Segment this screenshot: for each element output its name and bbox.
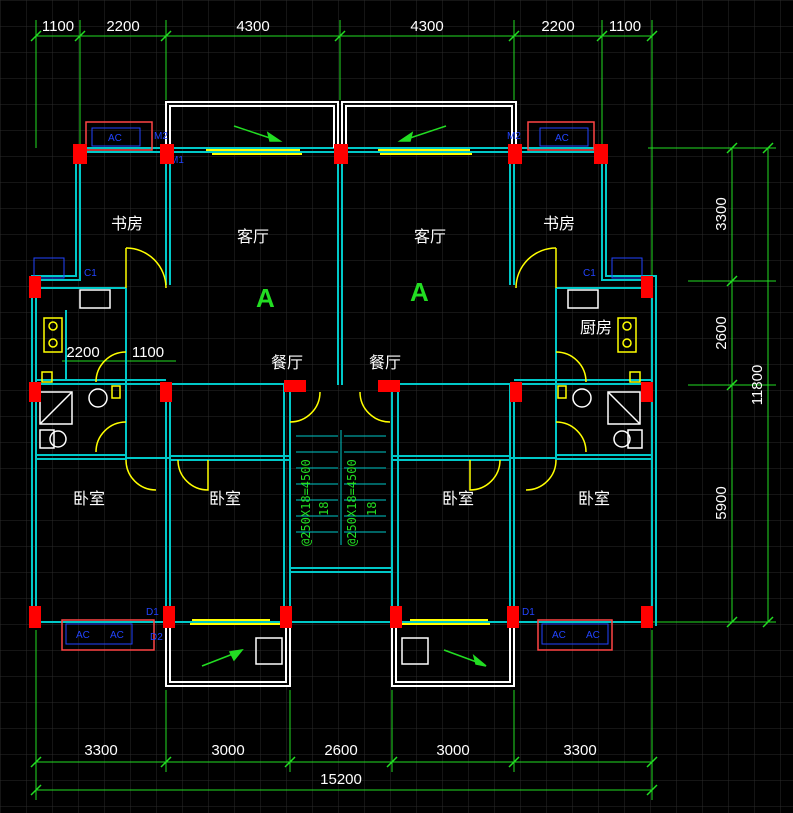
tag-m1-left: M1 — [170, 155, 184, 166]
room-bedroom-3: 卧室 — [442, 489, 474, 508]
ac-tag-6: AC — [586, 630, 600, 641]
balconies — [165, 101, 517, 687]
room-bedroom-4: 卧室 — [578, 489, 610, 508]
dim-inner-2: 1100 — [132, 344, 164, 361]
room-dining-right: 餐厅 — [369, 353, 401, 372]
room-living-right: 客厅 — [414, 227, 446, 246]
unit-mark-right: A — [410, 277, 429, 307]
dim-top-5: 2200 — [541, 18, 574, 35]
columns — [29, 144, 653, 628]
dim-top-4: 4300 — [410, 18, 443, 35]
ac-units — [33, 121, 643, 651]
ac-tag-1: AC — [108, 133, 122, 144]
dimension-lines — [35, 20, 776, 800]
dim-right-1: 3300 — [713, 197, 730, 230]
stair-tag-left: 18 — [317, 502, 331, 516]
dim-top-6: 1100 — [609, 18, 641, 35]
unit-mark-left: A — [256, 283, 275, 313]
ac-tag-3: AC — [76, 630, 90, 641]
tag-d2-left: D2 — [150, 632, 163, 643]
dim-bottom-5: 3300 — [563, 742, 596, 759]
door-swings — [95, 247, 587, 491]
ac-tag-2: AC — [555, 133, 569, 144]
dim-bottom-1: 3300 — [84, 742, 117, 759]
stair-label-left: @250X18=4500 — [299, 459, 313, 546]
fixtures — [39, 289, 643, 665]
sliding-doors — [190, 149, 490, 625]
dim-top-2: 2200 — [106, 18, 139, 35]
balcony-arrows — [201, 125, 487, 667]
tag-c1-left: C1 — [84, 268, 97, 279]
room-bedroom-2: 卧室 — [209, 489, 241, 508]
dim-bottom-3: 2600 — [324, 742, 357, 759]
room-study-left: 书房 — [111, 214, 143, 233]
tag-m2-left: M2 — [154, 131, 168, 142]
tag-d1-left: D1 — [146, 607, 159, 618]
ac-tag-4: AC — [110, 630, 124, 641]
dim-top-1: 1100 — [42, 18, 74, 35]
dim-inner-1: 2200 — [66, 344, 99, 361]
dim-right-2: 2600 — [713, 316, 730, 349]
stoves — [41, 317, 641, 399]
dimension-ticks — [30, 30, 774, 796]
tag-m2-right: M2 — [507, 131, 521, 142]
room-study-right: 书房 — [543, 214, 575, 233]
tag-d1-right: D1 — [522, 607, 535, 618]
dim-right-3: 5900 — [713, 486, 730, 519]
room-dining-left: 餐厅 — [271, 353, 303, 372]
stair-label-right: @250X18=4500 — [345, 459, 359, 546]
room-bedroom-1: 卧室 — [73, 489, 105, 508]
tag-c1-right: C1 — [583, 268, 596, 279]
dim-top-3: 4300 — [236, 18, 269, 35]
dim-bottom-2: 3000 — [211, 742, 244, 759]
dim-right-total: 11800 — [749, 365, 766, 406]
room-living-left: 客厅 — [237, 227, 269, 246]
dim-bottom-total: 15200 — [320, 771, 362, 788]
room-kitchen-right: 厨房 — [580, 318, 612, 337]
stair-treads — [296, 430, 386, 545]
stair-tag-right: 18 — [365, 502, 379, 516]
ac-tag-5: AC — [552, 630, 566, 641]
walls — [31, 147, 657, 626]
dim-bottom-4: 3000 — [436, 742, 469, 759]
